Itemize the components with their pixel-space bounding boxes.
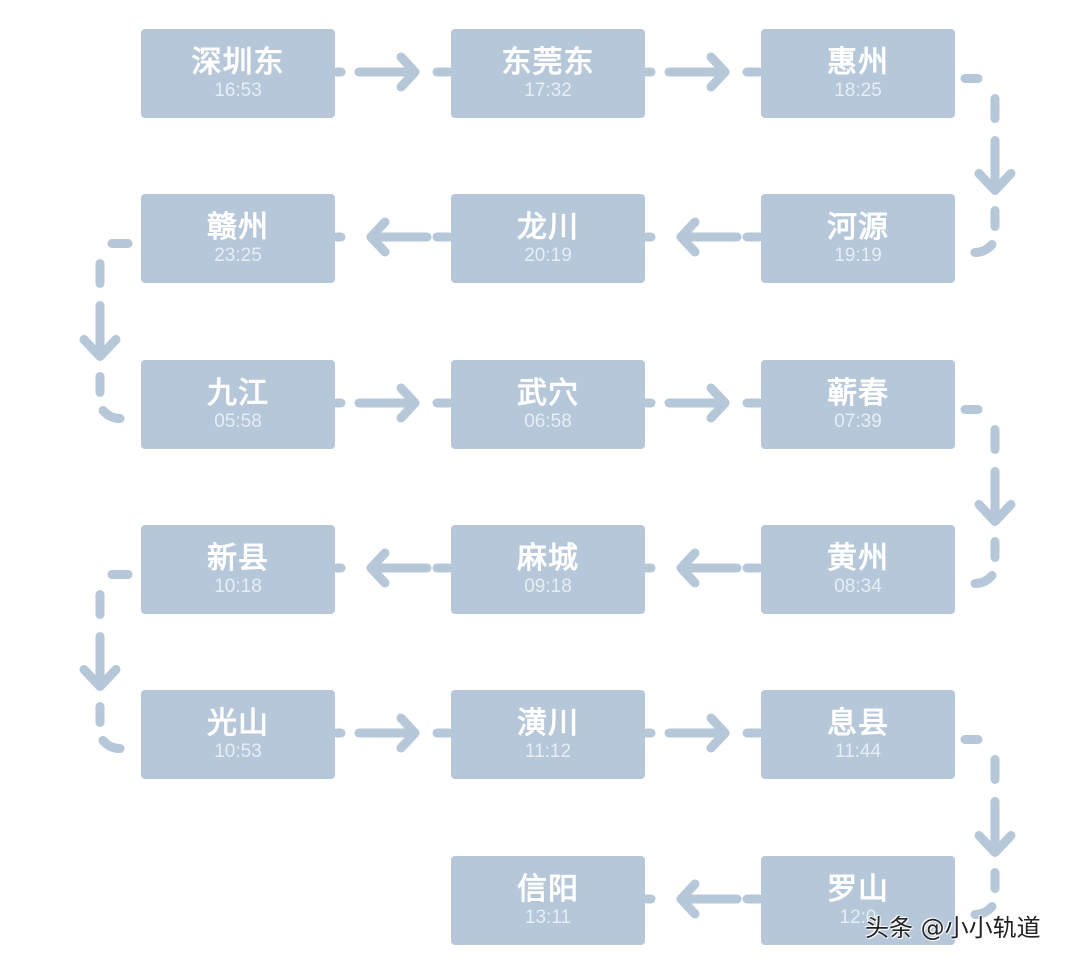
station-time: 11:44 — [834, 740, 882, 762]
station-name: 潢川 — [517, 705, 579, 741]
station-time: 16:53 — [214, 79, 262, 101]
station-time: 11:12 — [524, 740, 572, 762]
station-name: 河源 — [827, 209, 889, 245]
station-name: 深圳东 — [191, 44, 285, 80]
arrow-right-icon — [706, 383, 730, 423]
station-name: 东莞东 — [501, 44, 595, 80]
station-name: 惠州 — [827, 44, 889, 80]
arrow-right-icon — [706, 52, 730, 92]
arrow-left-icon — [676, 879, 700, 919]
arrow-down-icon — [974, 169, 1016, 195]
station-name: 九江 — [207, 375, 269, 411]
connector-curve — [970, 902, 997, 919]
station-name: 武穴 — [517, 375, 579, 411]
arrow-left-icon — [676, 217, 700, 257]
arrow-right-icon — [396, 52, 420, 92]
station-name: 龙川 — [517, 209, 579, 245]
station-time: 23:25 — [214, 244, 262, 266]
arrow-left-icon — [366, 548, 390, 588]
station-name: 信阳 — [517, 871, 579, 907]
arrow-right-icon — [396, 383, 420, 423]
station-time: 20:19 — [524, 244, 572, 266]
arrow-left-icon — [676, 548, 700, 588]
station-time: 19:19 — [834, 244, 882, 266]
connector-curve — [98, 406, 125, 423]
station-name: 息县 — [827, 705, 889, 741]
station-name: 新县 — [207, 540, 269, 576]
station-time: 17:32 — [524, 79, 572, 101]
arrow-down-icon — [79, 665, 121, 691]
arrow-down-icon — [974, 500, 1016, 526]
station-name: 蕲春 — [827, 375, 889, 411]
station-name: 黄州 — [827, 540, 889, 576]
station-name: 光山 — [207, 705, 269, 741]
connector-curve — [970, 240, 997, 257]
station-name: 麻城 — [517, 540, 579, 576]
station-time: 18:25 — [834, 79, 882, 101]
station-time: 13:11 — [524, 906, 572, 928]
station-time: 07:39 — [834, 410, 882, 432]
arrow-down-icon — [974, 831, 1016, 857]
arrow-down-icon — [79, 335, 121, 361]
station-time: 08:34 — [834, 575, 882, 597]
arrow-right-icon — [396, 713, 420, 753]
station-time: 12:0 — [839, 906, 877, 928]
connector-curve — [98, 736, 125, 753]
station-time: 09:18 — [524, 575, 572, 597]
station-time: 06:58 — [524, 410, 572, 432]
watermark: 头条 @小小轨道 — [865, 914, 1041, 942]
station-time: 10:53 — [214, 740, 262, 762]
connector-curve — [970, 571, 997, 588]
arrow-right-icon — [706, 713, 730, 753]
station-time: 05:58 — [214, 410, 262, 432]
arrow-left-icon — [366, 217, 390, 257]
station-name: 赣州 — [207, 209, 269, 245]
station-name: 罗山 — [827, 871, 889, 907]
station-time: 10:18 — [214, 575, 262, 597]
